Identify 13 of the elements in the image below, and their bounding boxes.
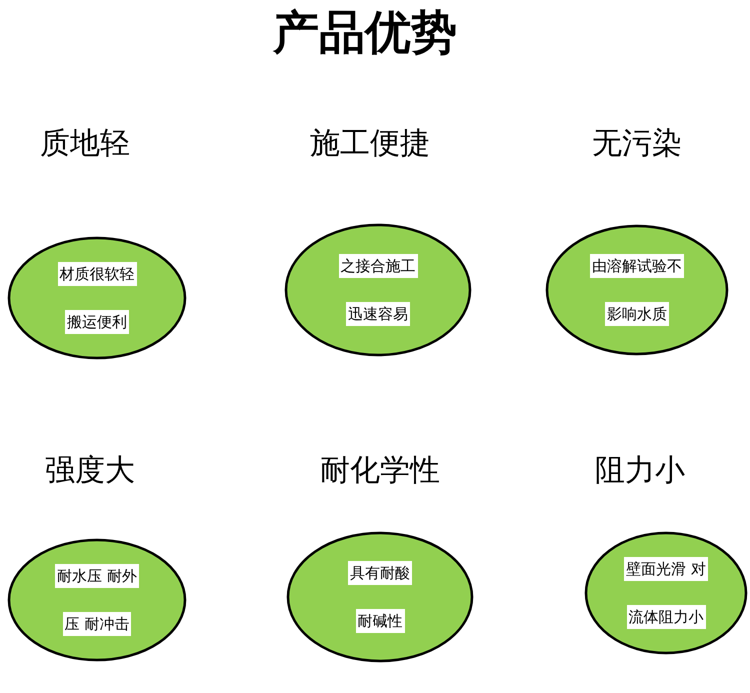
heading: 质地轻 xyxy=(39,125,131,163)
ellipse-text: 耐水压 耐外压 耐冲击 xyxy=(9,552,185,648)
ellipse-text: 之接合施工迅速容易 xyxy=(286,242,470,338)
heading: 阻力小 xyxy=(594,452,686,490)
ellipse-text: 材质很软轻搬运便利 xyxy=(9,250,185,346)
heading: 耐化学性 xyxy=(319,452,441,490)
heading: 施工便捷 xyxy=(309,125,431,163)
ellipse-text: 由溶解试验不影响水质 xyxy=(547,242,727,338)
heading: 强度大 xyxy=(44,452,136,490)
ellipse-text: 壁面光滑 对流体阻力小 xyxy=(586,545,746,641)
heading: 无污染 xyxy=(591,125,683,163)
ellipse-text: 具有耐酸耐碱性 xyxy=(288,549,472,645)
title: 产品优势 xyxy=(272,4,458,61)
